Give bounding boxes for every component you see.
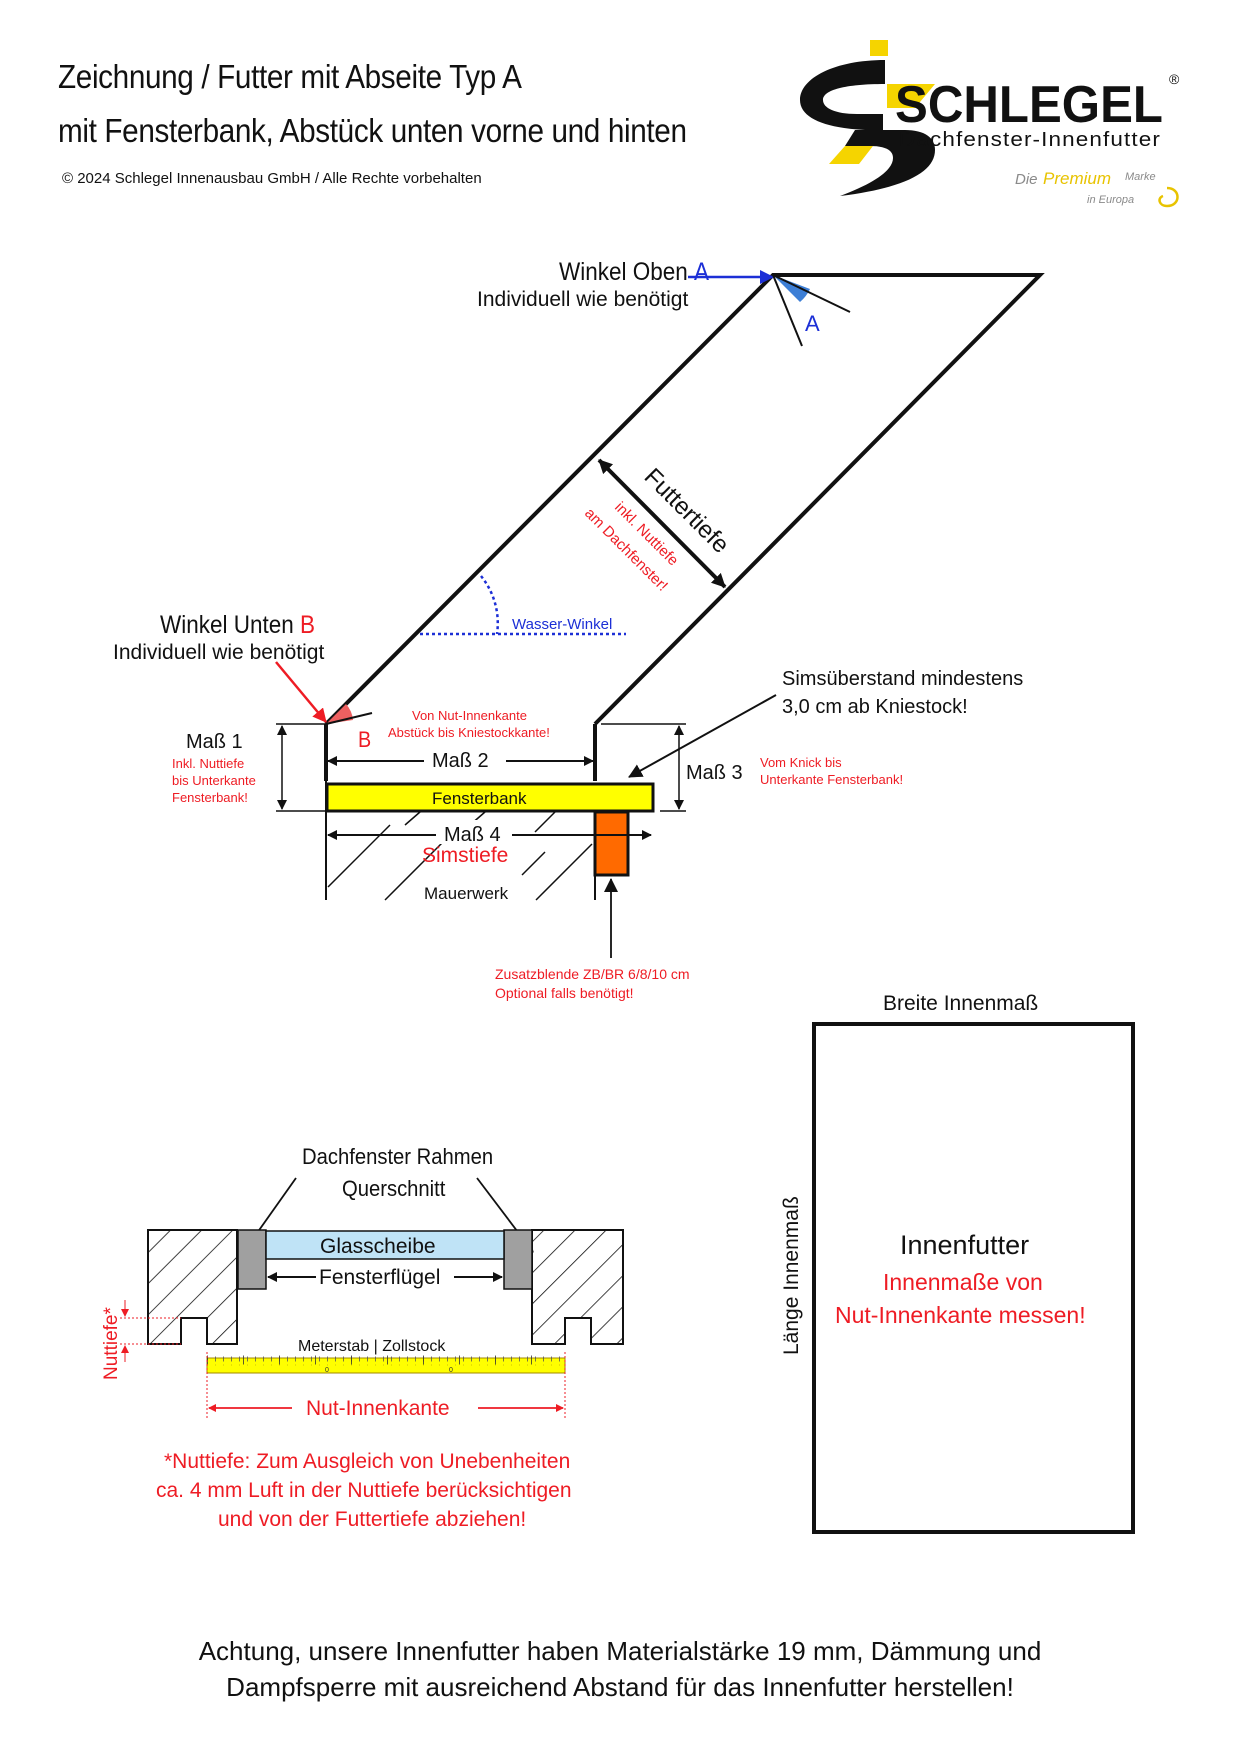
fensterfluegel-label: Fensterflügel [319,1266,440,1289]
nuttiefe-label: Nuttiefe* [101,1307,122,1380]
tagline-premium: Premium [1043,169,1111,188]
futtertiefe-dimension: Futtertiefe inkl. Nuttiefe am Dachfenste… [581,458,734,595]
right-sash [503,1229,533,1290]
footnote-line-2: ca. 4 mm Luft in der Nuttiefe berücksich… [156,1479,572,1502]
nut-innenkante-label: Nut-Innenkante [306,1397,450,1420]
angle-a-wedge [773,275,810,302]
mass-3: Maß 3 Vom Knick bis Unterkante Fensterba… [601,723,903,812]
zusatzblende [593,810,630,877]
angle-b-label: B [358,728,371,752]
frame-title-2: Querschnitt [342,1177,446,1201]
schlegel-logo: SCHLEGEL ® Dachfenster-Innenfutter Die P… [800,40,1180,208]
footnote-line-1: *Nuttiefe: Zum Ausgleich von Unebenheite… [164,1450,570,1473]
fensterbank: Fensterbank [325,782,655,813]
wasser-winkel-label: Wasser-Winkel [512,616,612,633]
mass-1: Maß 1 Inkl. Nuttiefe bis Unterkante Fens… [172,723,326,812]
footer-line-2: Dampfsperre mit ausreichend Abstand für … [226,1672,1014,1702]
laenge-label: Länge Innenmaß [780,1196,803,1355]
right-frame [531,1229,624,1345]
simsueberstand-line-1: Simsüberstand mindestens [782,668,1023,690]
wasser-winkel: Wasser-Winkel [420,575,626,636]
logo-brand: SCHLEGEL [895,76,1163,134]
left-sash [237,1229,267,1290]
glasscheibe [265,1230,505,1260]
mass-2-note-1: Von Nut-Innenkante [412,708,527,723]
fensterbank-label: Fensterbank [432,789,527,808]
zusatzblende-callout: Zusatzblende ZB/BR 6/8/10 cm Optional fa… [495,878,690,1001]
frame-cross-section: Dachfenster Rahmen Querschnitt Glasschei… [101,1145,624,1531]
simstiefe-label: Simstiefe [422,844,508,867]
tagline-die: Die [1015,171,1038,188]
zusatzblende-note-2: Optional falls benötigt! [495,985,634,1001]
logo-registered: ® [1169,71,1180,87]
innenfutter-note-1: Innenmaße von [883,1269,1043,1295]
mass-4-label: Maß 4 [444,824,501,846]
winkel-oben: Winkel Oben A Individuell wie benötigt A [477,258,851,347]
tagline-europa: in Europa [1087,194,1134,206]
winkel-unten-label: Winkel Unten B [160,611,315,639]
mass-2-label: Maß 2 [432,750,489,772]
copyright: © 2024 Schlegel Innenausbau GmbH / Alle … [62,170,482,187]
breite-label: Breite Innenmaß [883,992,1038,1015]
mass-3-label: Maß 3 [686,762,743,784]
mass-4: Maß 4 Simstiefe [327,820,652,867]
winkel-oben-label: Winkel Oben A [559,258,709,286]
title-line-1: Zeichnung / Futter mit Abseite Typ A [58,58,522,95]
innenfutter-note-2: Nut-Innenkante messen! [835,1302,1086,1328]
innenfutter-rect: Breite Innenmaß Länge Innenmaß Innenfutt… [780,992,1135,1534]
angle-a-label: A [805,311,820,336]
mass-1-note-2: bis Unterkante [172,773,256,788]
winkel-unten-sub: Individuell wie benötigt [113,641,324,664]
mauerwerk-label: Mauerwerk [424,884,509,903]
zusatzblende-note-1: Zusatzblende ZB/BR 6/8/10 cm [495,966,690,982]
mass-1-note-3: Fensterbank! [172,790,248,805]
mass-2-note-2: Abstück bis Kniestockkante! [388,725,550,740]
mass-1-note-1: Inkl. Nuttiefe [172,756,244,771]
logo-mark-icon [800,40,935,196]
mass-3-note-2: Unterkante Fensterbank! [760,772,903,787]
simsueberstand-line-2: 3,0 cm ab Kniestock! [782,696,968,718]
left-frame [147,1229,238,1345]
frame-title-1: Dachfenster Rahmen [302,1145,493,1169]
innenfutter-label: Innenfutter [900,1230,1029,1260]
glasscheibe-label: Glasscheibe [320,1235,436,1258]
winkel-oben-sub: Individuell wie benötigt [477,288,688,311]
ruler-mark-2: 0 [449,1367,453,1374]
ruler-mark-1: 0 [325,1367,329,1374]
mass-2: Von Nut-Innenkante Abstück bis Kniestock… [327,708,594,772]
footer-line-1: Achtung, unsere Innenfutter haben Materi… [198,1636,1042,1666]
title-line-2: mit Fensterbank, Abstück unten vorne und… [58,112,687,149]
tagline-marke: Marke [1125,171,1156,183]
logo-tagline: Die Premium Marke in Europa [1015,169,1179,208]
winkel-unten: Winkel Unten B Individuell wie benötigt … [113,611,373,752]
logo-subtitle: Dachfenster-Innenfutter [899,129,1161,151]
mass-1-label: Maß 1 [186,731,243,753]
meterstab-ruler: 0 0 [206,1355,566,1374]
footnote-line-3: und von der Futtertiefe abziehen! [218,1508,526,1531]
tagline-swoosh-icon [1158,186,1179,208]
mass-3-note-1: Vom Knick bis [760,755,842,770]
winkel-unten-arrow [275,661,327,723]
simsueberstand: Simsüberstand mindestens 3,0 cm ab Knies… [628,668,1023,778]
meterstab-label: Meterstab | Zollstock [298,1338,446,1355]
